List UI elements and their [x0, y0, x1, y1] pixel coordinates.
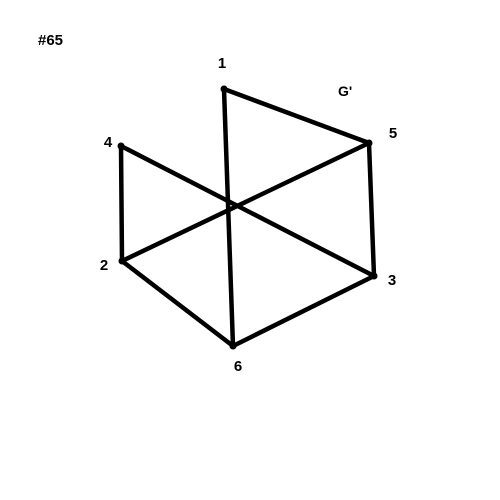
edge-4-2	[118, 145, 125, 262]
vertex-3	[370, 272, 378, 280]
edge-1-5	[223, 86, 370, 146]
edges-group	[118, 86, 377, 349]
figure-number: #65	[38, 32, 64, 49]
edge-5-3	[366, 142, 377, 277]
vertex-label-3: 3	[388, 272, 396, 289]
edge-1-6	[221, 88, 236, 347]
graph-name: G'	[338, 83, 353, 99]
vertex-label-5: 5	[389, 125, 397, 142]
edge-6-3	[231, 273, 376, 349]
vertex-label-4: 4	[104, 134, 113, 151]
edge-5-2	[121, 140, 370, 264]
vertex-2	[118, 257, 126, 265]
vertex-label-6: 6	[234, 358, 242, 375]
vertex-label-2: 2	[100, 257, 108, 274]
edge-2-6	[120, 259, 235, 348]
edge-4-3	[119, 143, 376, 279]
vertex-4	[117, 142, 125, 150]
vertex-1	[220, 85, 228, 93]
vertex-6	[229, 342, 237, 350]
vertex-label-1: 1	[218, 55, 226, 72]
vertices-group	[117, 85, 378, 350]
vertex-5	[365, 139, 373, 147]
vertex-labels-group: 1 2 3 4 5 6	[100, 55, 397, 375]
